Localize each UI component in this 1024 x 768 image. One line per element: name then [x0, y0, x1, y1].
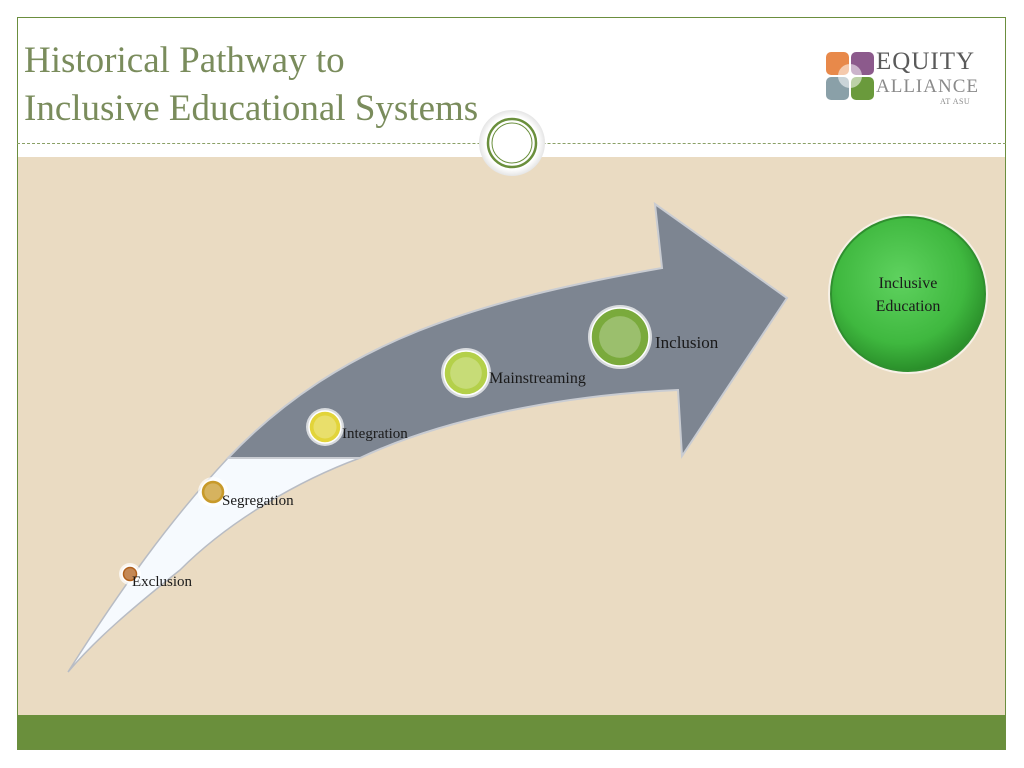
stage-label-integration: Integration	[342, 426, 408, 442]
stage-marker-segregation	[198, 477, 228, 507]
stage-marker-integration	[306, 408, 344, 446]
divider-ornament-icon	[479, 110, 545, 176]
stage-label-exclusion: Exclusion	[132, 574, 192, 590]
goal-label: Inclusive Education	[838, 272, 978, 318]
equity-alliance-logo	[824, 50, 984, 110]
arrow-body	[225, 201, 789, 460]
goal-label-line2: Education	[875, 298, 941, 315]
stage-marker-inclusion	[588, 305, 652, 369]
logo-text-alliance: ALLIANCE	[876, 76, 979, 97]
stage-label-segregation: Segregation	[222, 493, 294, 509]
logo-text-equity: EQUITY	[876, 48, 976, 75]
logo-mark-icon	[826, 52, 874, 100]
slide-title-line-2: Inclusive Educational Systems	[24, 88, 479, 129]
logo-text-asu: AT ASU	[940, 97, 971, 106]
content-panel	[18, 157, 1005, 715]
slide-title-line-1: Historical Pathway to	[24, 40, 345, 81]
stage-label-mainstreaming: Mainstreaming	[489, 370, 586, 387]
stage-marker-exclusion	[119, 563, 141, 585]
stage-marker-mainstreaming	[441, 348, 491, 398]
goal-label-line1: Inclusive	[878, 275, 938, 292]
footer-bar	[18, 715, 1005, 749]
stage-label-inclusion: Inclusion	[655, 333, 719, 352]
